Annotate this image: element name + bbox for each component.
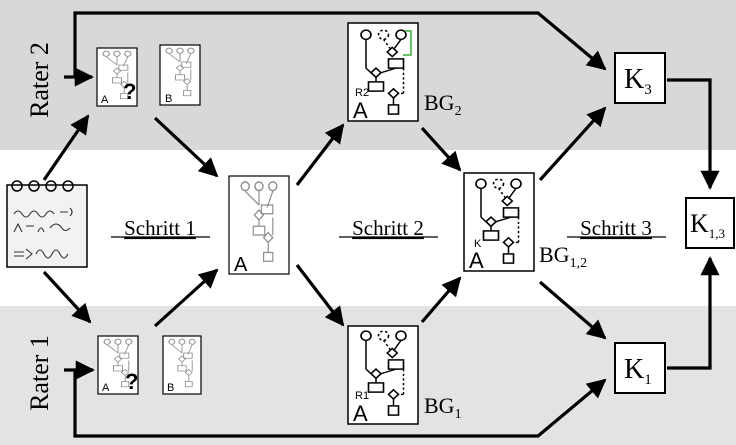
arrow-rater1-to-k1 [73, 370, 607, 438]
bg12-label: BG1,2 [539, 242, 587, 271]
arrow-notebook-rater1 [42, 270, 92, 324]
svg-text:K: K [474, 238, 482, 250]
svg-text:B: B [167, 382, 174, 394]
rater1-model-a: A [97, 335, 139, 395]
bg12-model: K A [463, 172, 535, 273]
step2-label: Schritt 2 [352, 216, 424, 240]
rater1-question-mark: ? [125, 369, 138, 394]
center-model-a: A [228, 175, 290, 276]
svg-text:A: A [234, 254, 248, 276]
svg-text:B: B [165, 93, 172, 105]
rater2-label: Rater 2 [25, 42, 54, 118]
arrow-rater1-models-to-a [153, 268, 219, 328]
svg-text:A: A [469, 248, 484, 273]
bg1-label: BG1 [424, 393, 462, 422]
kappa13-box: K1,3 [685, 197, 735, 249]
arrows [42, 11, 720, 438]
arrow-bg12-to-k3 [538, 106, 607, 182]
rater2-question-mark: ? [123, 79, 136, 104]
step1-label: Schritt 1 [124, 216, 196, 240]
kappa3-box: K3 [614, 52, 666, 104]
kappa1-box: K1 [614, 342, 666, 394]
bg1-model: R1 A [347, 325, 419, 426]
svg-text:K3: K3 [624, 64, 652, 98]
bg2-model: R2 A [347, 22, 419, 123]
arrow-a-to-bg2 [295, 123, 345, 186]
arrow-a-to-bg1 [295, 264, 345, 327]
rater2-model-a: A [96, 47, 138, 107]
svg-text:A: A [102, 382, 110, 394]
bg2-label: BG2 [424, 90, 462, 119]
arrow-k1-to-k13 [667, 256, 720, 370]
arrow-notebook-rater2 [42, 114, 90, 181]
arrow-bg1-to-bg12 [420, 276, 462, 324]
handwritten-notebook-icon [6, 180, 88, 268]
svg-text:R2: R2 [355, 87, 369, 99]
rater2-model-b: B [159, 44, 201, 106]
svg-text:A: A [353, 401, 368, 426]
rater1-label: Rater 1 [25, 335, 54, 411]
svg-text:R1: R1 [355, 390, 369, 402]
arrow-rater2-models-to-a [153, 116, 219, 178]
svg-text:K1: K1 [624, 354, 652, 388]
arrow-bg12-to-k1 [538, 280, 607, 340]
svg-text:A: A [353, 98, 368, 123]
green-connector [403, 30, 412, 56]
arrow-k3-to-k13 [667, 78, 720, 190]
rater1-model-b: B [162, 335, 202, 395]
svg-text:K1,3: K1,3 [690, 209, 725, 241]
step3-label: Schritt 3 [580, 216, 652, 240]
arrow-bg2-to-bg12 [420, 126, 462, 172]
arrow-rater2-to-k3 [73, 11, 607, 77]
svg-text:A: A [101, 94, 109, 106]
